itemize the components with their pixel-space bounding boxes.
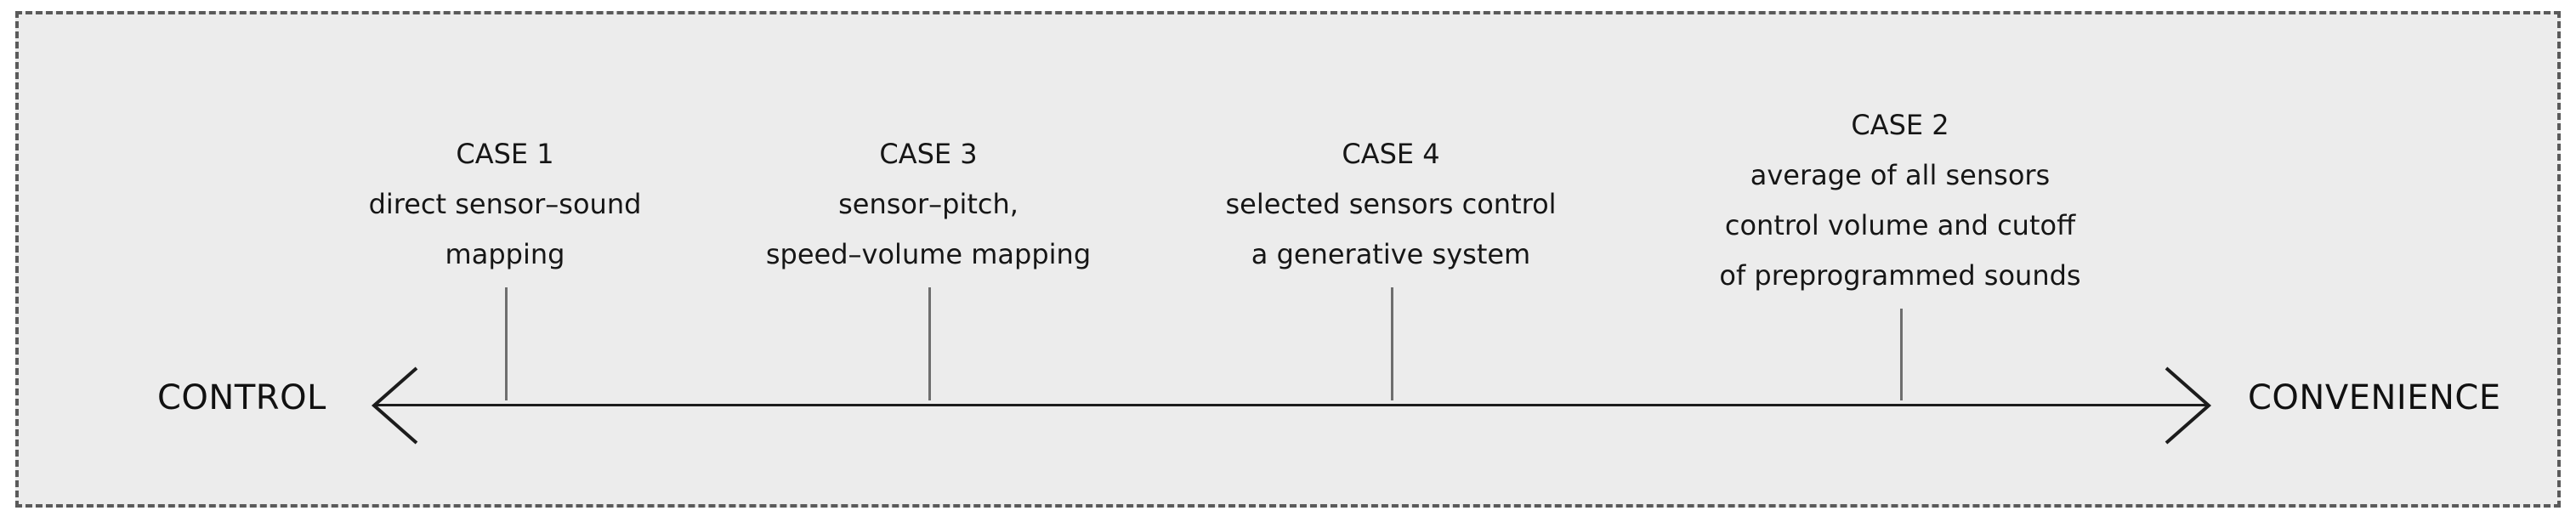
case-description-line: selected sensors control <box>1225 188 1557 220</box>
pole-label-convenience: CONVENIENCE <box>2248 378 2501 417</box>
case-description-line: mapping <box>445 238 565 270</box>
case-label-case-3: CASE 3 sensor–pitch, speed–volume mappin… <box>766 129 1091 280</box>
case-description-line: sensor–pitch, <box>838 188 1018 220</box>
arrow-left-icon <box>371 366 418 445</box>
tick-case-2 <box>1900 309 1903 400</box>
case-title: CASE 4 <box>1342 138 1440 170</box>
tick-case-1 <box>505 287 508 400</box>
case-description-line: of preprogrammed sounds <box>1719 259 2081 292</box>
case-description-line: direct sensor–sound <box>368 188 642 220</box>
case-label-case-1: CASE 1 direct sensor–sound mapping <box>369 129 642 280</box>
pole-label-control: CONTROL <box>157 378 326 417</box>
case-title: CASE 1 <box>456 138 554 170</box>
case-label-case-4: CASE 4 selected sensors control a genera… <box>1225 129 1556 280</box>
case-description-line: speed–volume mapping <box>765 238 1092 270</box>
spectrum-axis-line <box>376 404 2208 406</box>
case-description-line: a generative system <box>1251 238 1531 270</box>
case-description-line: control volume and cutoff <box>1724 209 2076 241</box>
arrow-right-icon <box>2165 366 2212 445</box>
tick-case-3 <box>928 287 931 400</box>
case-label-case-2: CASE 2 average of all sensors control vo… <box>1719 100 2080 301</box>
case-description-line: average of all sensors <box>1750 159 2051 191</box>
case-title: CASE 2 <box>1851 109 1949 141</box>
case-title: CASE 3 <box>879 138 978 170</box>
dashed-figure-border: CASE 1 direct sensor–sound mapping CASE … <box>15 11 2561 508</box>
tick-case-4 <box>1391 287 1393 400</box>
